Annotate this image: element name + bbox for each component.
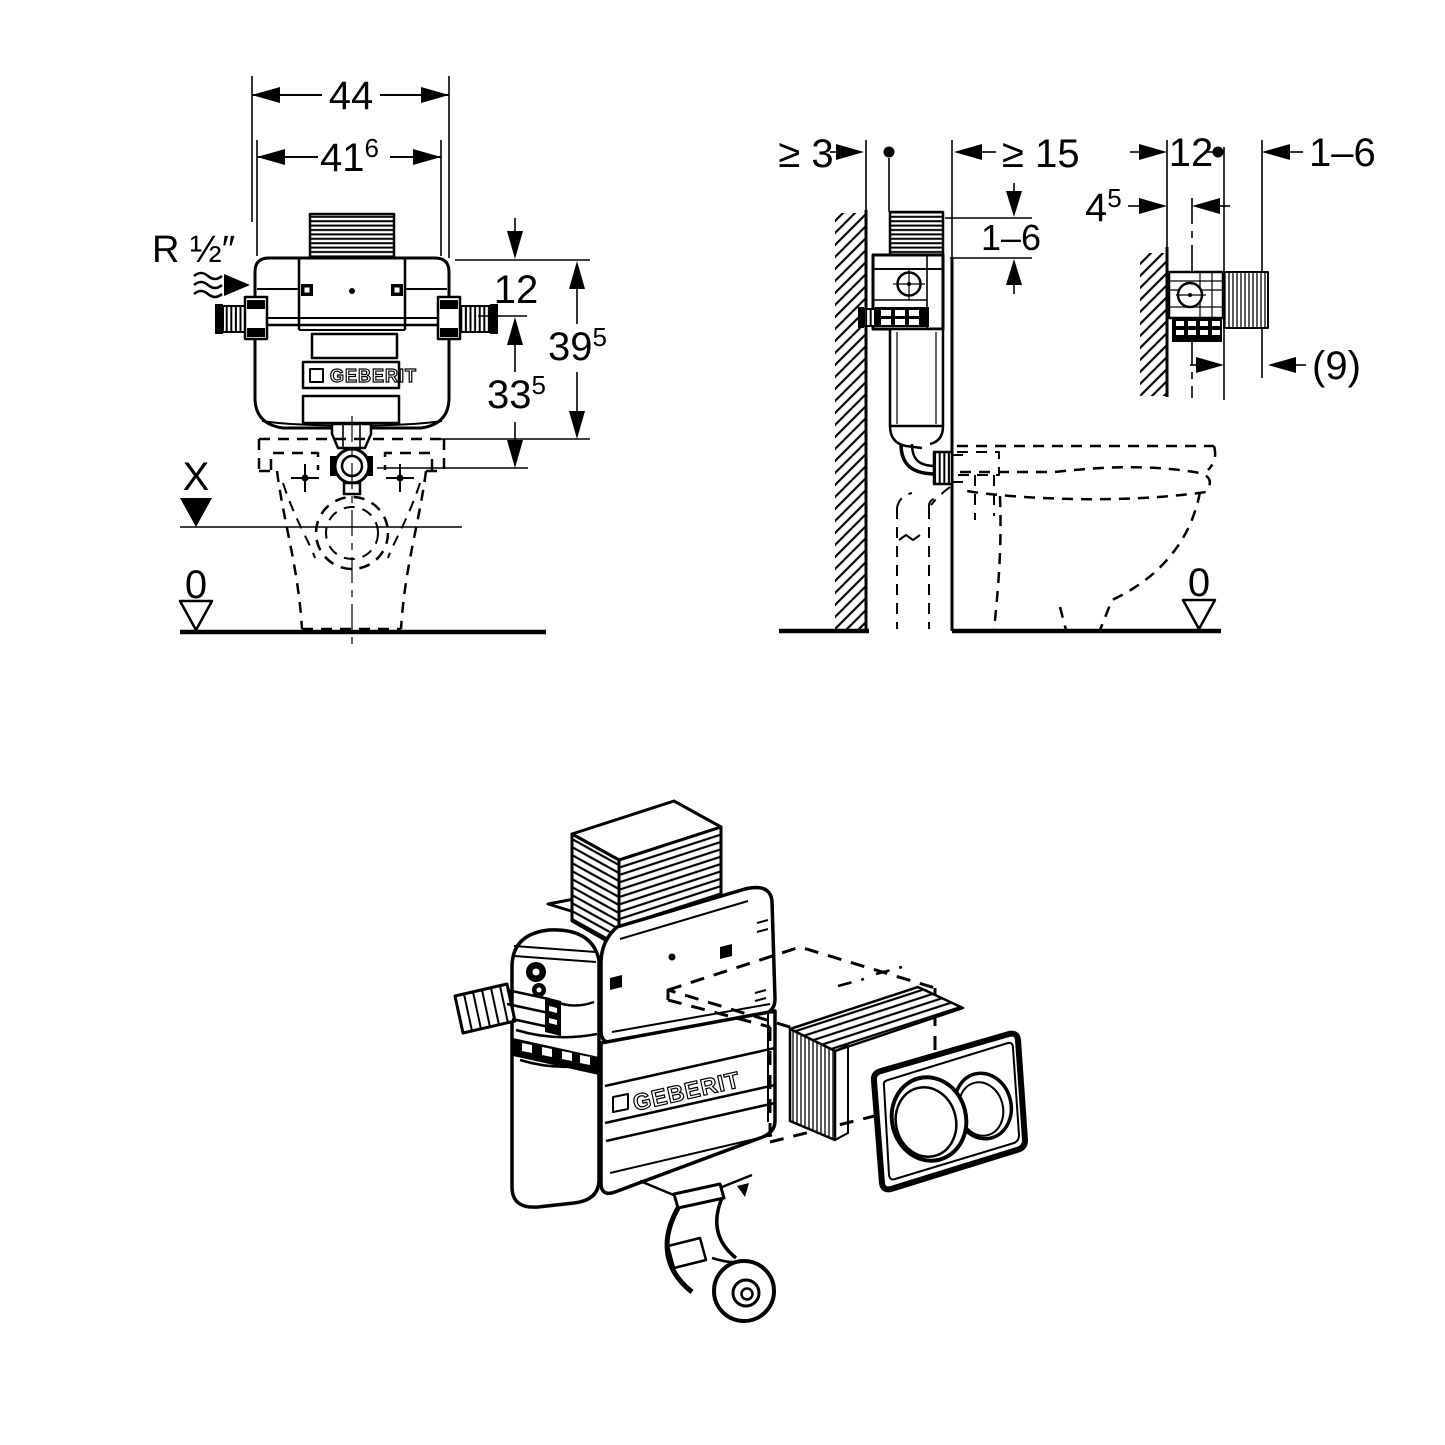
logo-square-icon	[309, 368, 324, 383]
cistern-body-front: GEBERIT	[253, 256, 451, 430]
dim-range-label: 1–6	[981, 217, 1041, 258]
dim-12-label: 12	[494, 268, 539, 312]
dim-335-label: 335	[487, 370, 546, 417]
level-0-label-front: 0	[185, 563, 207, 607]
dim-clearance-label: ≥ 15	[1002, 132, 1080, 176]
wall-section	[835, 140, 868, 631]
supply-size-label: R ½″	[152, 229, 235, 271]
front-logo: GEBERIT	[330, 366, 417, 386]
dim-height-335: 335	[377, 317, 546, 469]
water-wave-icon	[193, 271, 223, 299]
dim-44-label: 44	[329, 74, 374, 118]
dim-width-outer: 44	[251, 74, 450, 258]
dim-gap-label: ≥ 3	[778, 132, 833, 176]
right-supply-connector	[436, 295, 498, 341]
dim-finish-label: 1–6	[1309, 131, 1376, 175]
upper-housing-iso	[599, 885, 777, 1045]
wall-bracket-iso	[453, 982, 561, 1036]
dim-total-depth: (9)	[1190, 344, 1361, 388]
side-view: ≥ 3 ≥ 15 1–6	[778, 132, 1221, 634]
dim-416-label: 416	[320, 133, 379, 180]
wall-finish-block	[1223, 271, 1269, 329]
wall-section-detail	[1140, 247, 1169, 397]
valve-housing-top	[1167, 270, 1225, 342]
large-flush-button	[889, 1075, 969, 1163]
outlet-elbow-iso	[664, 1182, 776, 1323]
level-x-label: X	[183, 455, 210, 499]
left-supply-connector	[215, 295, 269, 341]
logo-square-iso-icon	[612, 1093, 629, 1113]
flow-arrow-icon	[737, 1183, 749, 1197]
cistern-tank-side	[888, 327, 945, 450]
dim-pipe-offset: 45	[1085, 183, 1230, 230]
flush-bend-front	[330, 416, 373, 648]
dim-9-label: (9)	[1312, 344, 1361, 388]
protection-box-front	[308, 212, 396, 262]
level-0-label-side: 0	[1188, 561, 1210, 605]
dim-wall-gap: ≥ 3	[778, 132, 895, 212]
dim-395-label: 395	[548, 322, 607, 369]
detail-view: 12 1–6 45 (9)	[1085, 131, 1376, 400]
protection-box-side	[888, 210, 945, 258]
front-view: 44 416 R ½″ GEBERIT	[152, 74, 607, 648]
dim-depth-12: 12	[1130, 131, 1224, 175]
level-x-marker: X	[180, 455, 462, 528]
fixing-point-left	[291, 464, 319, 492]
flush-bend-side	[899, 443, 963, 486]
dim-depth-label: 12	[1169, 131, 1214, 175]
level-zero-marker-side: 0	[1181, 561, 1217, 631]
valve-column-iso	[510, 928, 601, 1209]
finish-block-iso	[788, 985, 965, 1142]
flush-plate	[870, 1030, 1028, 1193]
wc-pan-front	[257, 437, 446, 631]
cutout-dashed-iso	[666, 945, 937, 1144]
tank-front-iso: GEBERIT	[599, 1009, 777, 1198]
iso-view: GEBERIT	[453, 799, 1028, 1323]
dim-box-range: 1–6	[945, 183, 1041, 294]
water-arrow-icon	[224, 274, 250, 296]
dim-width-inner: 416	[256, 133, 442, 256]
wc-pan-side	[896, 444, 1217, 631]
valve-housing-side	[858, 253, 945, 331]
water-supply: R ½″	[152, 229, 250, 299]
level-zero-marker-front: 0	[178, 563, 546, 635]
dim-finish-range: 1–6	[1262, 131, 1376, 175]
dim-height-395: 395	[430, 261, 607, 440]
dim-45-label: 45	[1085, 183, 1122, 230]
dim-clearance: ≥ 15	[954, 132, 1080, 176]
dim-offset-12: 12	[455, 218, 590, 317]
